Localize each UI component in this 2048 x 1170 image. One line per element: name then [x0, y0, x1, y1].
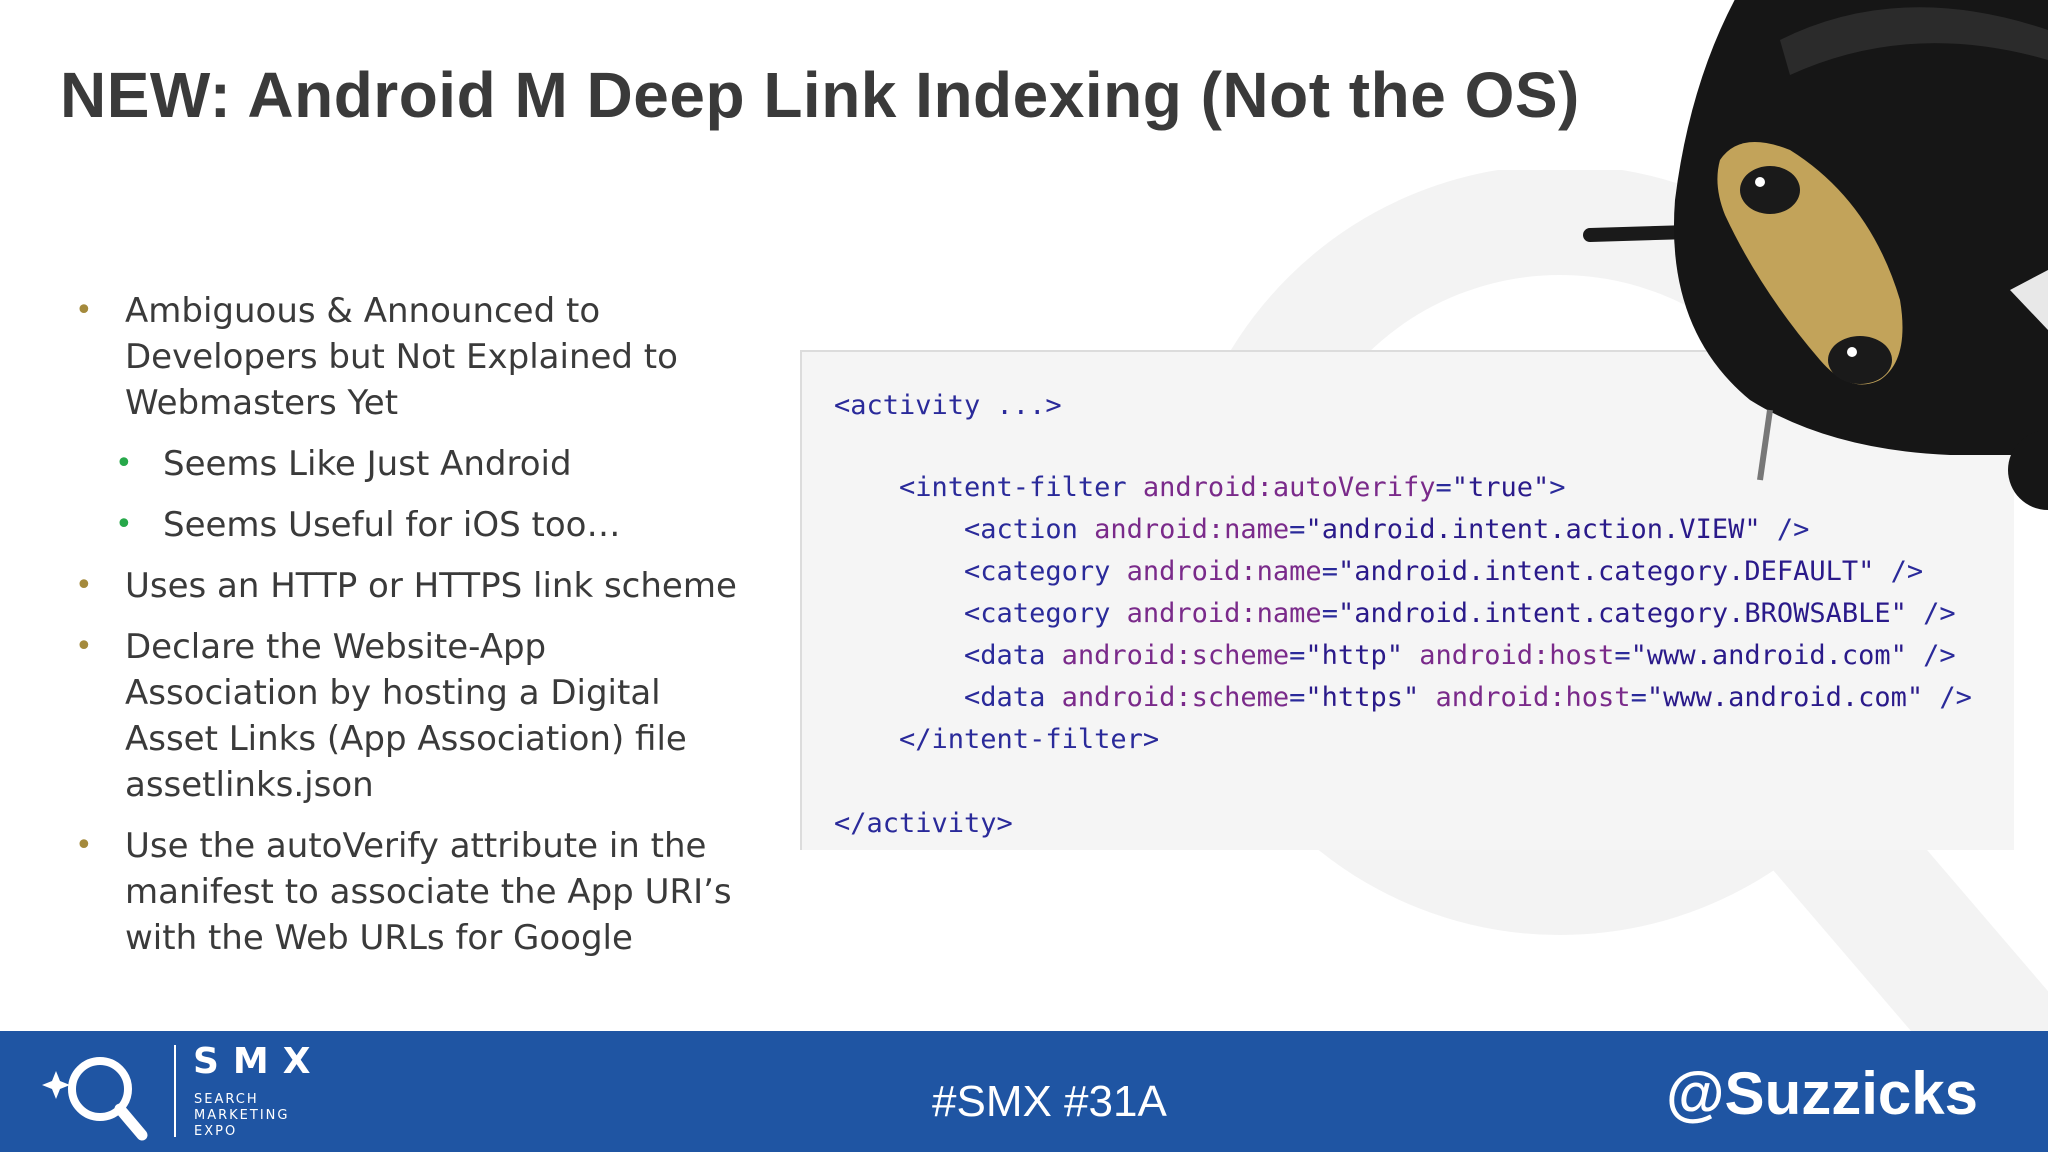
- code-token: =: [1289, 640, 1306, 671]
- code-token: [1403, 640, 1419, 671]
- ninja-android-figure: [1583, 0, 2048, 510]
- code-line: </activity>: [834, 808, 1013, 840]
- sub-bullet-item: • Seems Like Just Android: [70, 441, 750, 487]
- code-token: "android.intent.category.DEFAULT": [1337, 556, 1875, 587]
- sub-bullet-item: • Seems Useful for iOS too…: [70, 502, 750, 548]
- page-title: NEW: Android M Deep Link Indexing (Not t…: [60, 59, 1580, 131]
- code-line: <data android:scheme="https" android:hos…: [834, 682, 1972, 714]
- speaker-handle: @Suzzicks: [1666, 1060, 1978, 1127]
- code-snippet: <activity ...> <intent-filter android:au…: [800, 350, 2014, 850]
- code-token: android:scheme: [1061, 640, 1290, 671]
- code-token: android:autoVerify: [1142, 472, 1436, 503]
- bullet-dot: •: [115, 446, 133, 481]
- code-line: <category android:name="android.intent.c…: [834, 556, 1923, 588]
- bullet-list: • Ambiguous & Announced to Developers bu…: [70, 288, 750, 976]
- code-token: <category: [834, 598, 1127, 629]
- code-token: =: [1321, 598, 1338, 629]
- code-token: "https": [1305, 682, 1420, 713]
- code-line: <intent-filter android:autoVerify="true"…: [834, 472, 1566, 504]
- code-token: "www.android.com": [1646, 682, 1924, 713]
- code-line: </intent-filter>: [834, 724, 1159, 756]
- code-token: android:name: [1126, 556, 1322, 587]
- bullet-item: • Uses an HTTP or HTTPS link scheme: [70, 563, 750, 609]
- code-token: />: [1906, 598, 1956, 629]
- code-token: />: [1760, 514, 1810, 545]
- code-token: />: [1874, 556, 1924, 587]
- code-token: =: [1321, 556, 1338, 587]
- code-token: android:host: [1419, 640, 1615, 671]
- code-token: "true": [1451, 472, 1550, 503]
- brand-name: SMX: [193, 1041, 325, 1082]
- bullet-dot: •: [75, 568, 93, 603]
- footer-bar: SMX SEARCH MARKETING EXPO #SMX #31A @Suz…: [0, 1031, 2048, 1152]
- code-line: <action android:name="android.intent.act…: [834, 514, 1809, 546]
- bullet-dot: •: [75, 293, 93, 328]
- brand-sub-line: EXPO: [194, 1124, 238, 1139]
- code-token: android:name: [1126, 598, 1322, 629]
- code-token: =: [1614, 640, 1631, 671]
- code-line: <category android:name="android.intent.c…: [834, 598, 1956, 630]
- bullet-text: Ambiguous & Announced to Developers but …: [125, 291, 678, 423]
- bullet-text: Uses an HTTP or HTTPS link scheme: [125, 566, 737, 606]
- code-token: <action: [834, 514, 1095, 545]
- code-token: =: [1289, 682, 1306, 713]
- code-token: </intent-filter>: [834, 724, 1160, 755]
- code-token: />: [1906, 640, 1956, 671]
- magnifier-sparkle-icon: [42, 1057, 148, 1141]
- code-token: "android.intent.category.BROWSABLE": [1337, 598, 1907, 629]
- code-token: =: [1289, 514, 1306, 545]
- bullet-item: • Declare the Website-App Association by…: [70, 624, 750, 808]
- code-token: <intent-filter: [834, 472, 1143, 503]
- code-token: android:name: [1094, 514, 1290, 545]
- brand-sub-line: MARKETING: [194, 1108, 290, 1123]
- code-line: <data android:scheme="http" android:host…: [834, 640, 1956, 672]
- code-token: />: [1923, 682, 1972, 713]
- code-token: android:host: [1435, 682, 1631, 713]
- brand-subtitle: SEARCH MARKETING EXPO: [194, 1092, 289, 1140]
- code-token: >: [1549, 472, 1566, 503]
- bullet-dot: •: [115, 507, 133, 542]
- code-token: "http": [1305, 640, 1403, 671]
- bullet-item: • Use the autoVerify attribute in the ma…: [70, 823, 750, 961]
- bullet-text: Use the autoVerify attribute in the mani…: [125, 826, 732, 958]
- bullet-item: • Ambiguous & Announced to Developers bu…: [70, 288, 750, 426]
- logo-divider: [174, 1045, 176, 1137]
- code-token: [1419, 682, 1435, 713]
- code-token: =: [1630, 682, 1647, 713]
- bullet-dot: •: [75, 828, 93, 863]
- code-token: "www.android.com": [1630, 640, 1907, 671]
- bullet-text: Declare the Website-App Association by h…: [125, 627, 687, 805]
- bullet-dot: •: [75, 629, 93, 664]
- bullet-text: Seems Useful for iOS too…: [163, 505, 621, 545]
- code-token: =: [1435, 472, 1452, 503]
- bullet-text: Seems Like Just Android: [163, 444, 572, 484]
- brand-sub-line: SEARCH: [194, 1092, 259, 1107]
- code-token: <data: [834, 640, 1062, 671]
- session-hashtag: #SMX #31A: [932, 1077, 1167, 1126]
- code-token: "android.intent.action.VIEW": [1305, 514, 1761, 545]
- code-line: <activity ...>: [834, 390, 1062, 422]
- code-token: <category: [834, 556, 1127, 587]
- code-token: <activity ...>: [834, 390, 1062, 421]
- code-token: </activity>: [834, 808, 1013, 839]
- code-token: android:scheme: [1061, 682, 1290, 713]
- code-token: <data: [834, 682, 1062, 713]
